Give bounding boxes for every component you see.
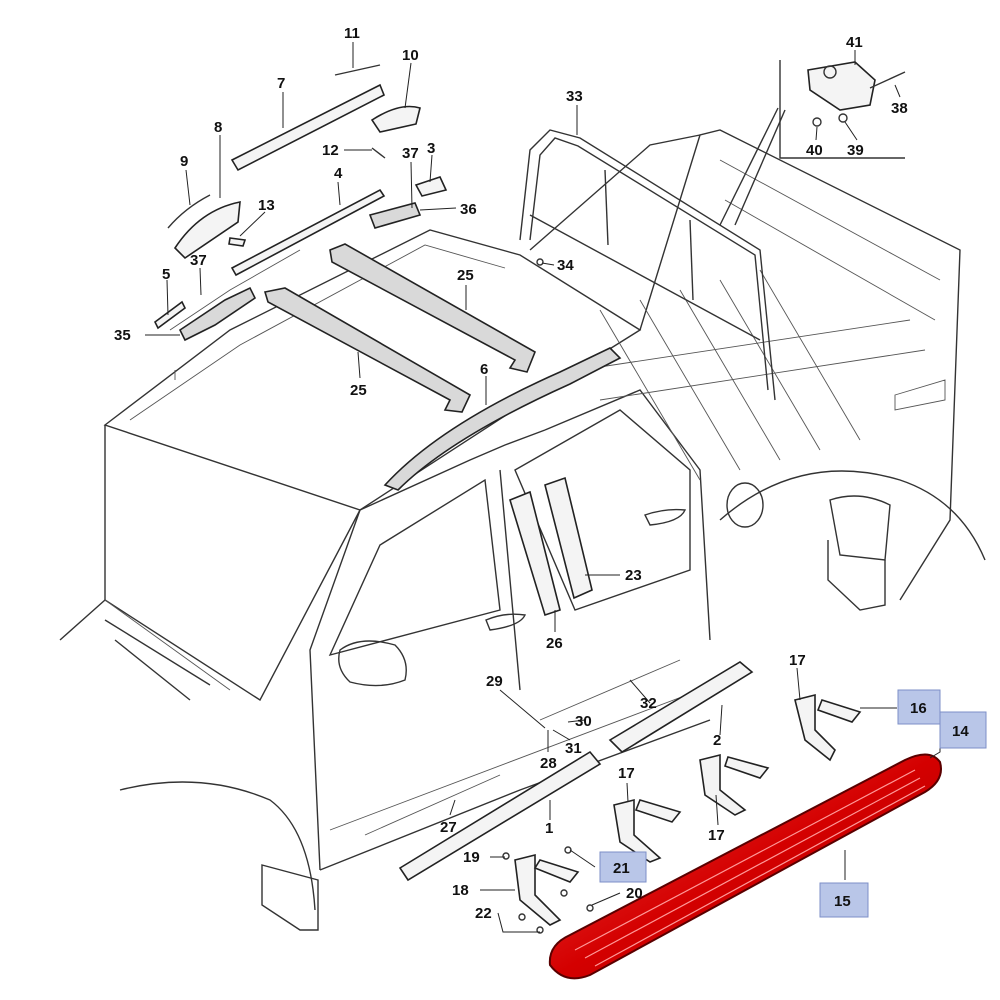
callout-35: 35: [114, 327, 131, 344]
callout-30: 30: [575, 713, 592, 730]
highlight-box-14: [939, 711, 987, 749]
callout-17-b: 17: [618, 765, 635, 782]
callout-39: 39: [847, 142, 864, 159]
parts: [153, 60, 906, 934]
callout-13: 13: [258, 197, 275, 214]
highlight-box-16: [897, 689, 941, 725]
callout-31: 31: [565, 740, 582, 757]
callout-27: 27: [440, 819, 457, 836]
callout-15: 15: [834, 893, 851, 910]
callout-23: 23: [625, 567, 642, 584]
callout-25-a: 25: [457, 267, 474, 284]
callout-18: 18: [452, 882, 469, 899]
highlight-box-21: [599, 851, 647, 883]
callout-34: 34: [557, 257, 574, 274]
callout-20: 20: [626, 885, 643, 902]
callout-33: 33: [566, 88, 583, 105]
callout-19: 19: [463, 849, 480, 866]
callout-28: 28: [540, 755, 557, 772]
callout-37-b: 37: [190, 252, 207, 269]
running-board: [548, 753, 942, 980]
callout-37-a: 37: [402, 145, 419, 162]
callout-22: 22: [475, 905, 492, 922]
callout-17-c: 17: [708, 827, 725, 844]
callout-7: 7: [277, 75, 285, 92]
callout-25-b: 25: [350, 382, 367, 399]
highlight-boxes: [599, 689, 987, 918]
callout-32: 32: [640, 695, 657, 712]
highlight-box-15: [819, 882, 869, 918]
leader-lines: [145, 42, 941, 933]
callout-9: 9: [180, 153, 188, 170]
callout-2: 2: [713, 732, 721, 749]
callout-8: 8: [214, 119, 222, 136]
truck-outline: [59, 129, 986, 931]
callout-labels: 1 2 3 4 5 6 7 8 9 10 11 12 13 14 15 16 1…: [114, 25, 969, 922]
callout-38: 38: [891, 100, 908, 117]
callout-11: 11: [344, 25, 360, 42]
callout-16: 16: [910, 700, 927, 717]
callout-6: 6: [480, 361, 488, 378]
callout-41: 41: [846, 34, 863, 51]
callout-21: 21: [613, 860, 630, 877]
callout-40: 40: [806, 142, 823, 159]
callout-10: 10: [402, 47, 419, 64]
callout-3: 3: [427, 140, 435, 157]
callout-1: 1: [545, 820, 553, 837]
callout-5: 5: [162, 266, 170, 283]
callout-36: 36: [460, 201, 477, 218]
callout-14: 14: [952, 723, 969, 740]
callout-17-a: 17: [789, 652, 806, 669]
callout-12: 12: [322, 142, 339, 159]
callout-26: 26: [546, 635, 563, 652]
callout-4: 4: [334, 165, 343, 182]
callout-29: 29: [486, 673, 503, 690]
